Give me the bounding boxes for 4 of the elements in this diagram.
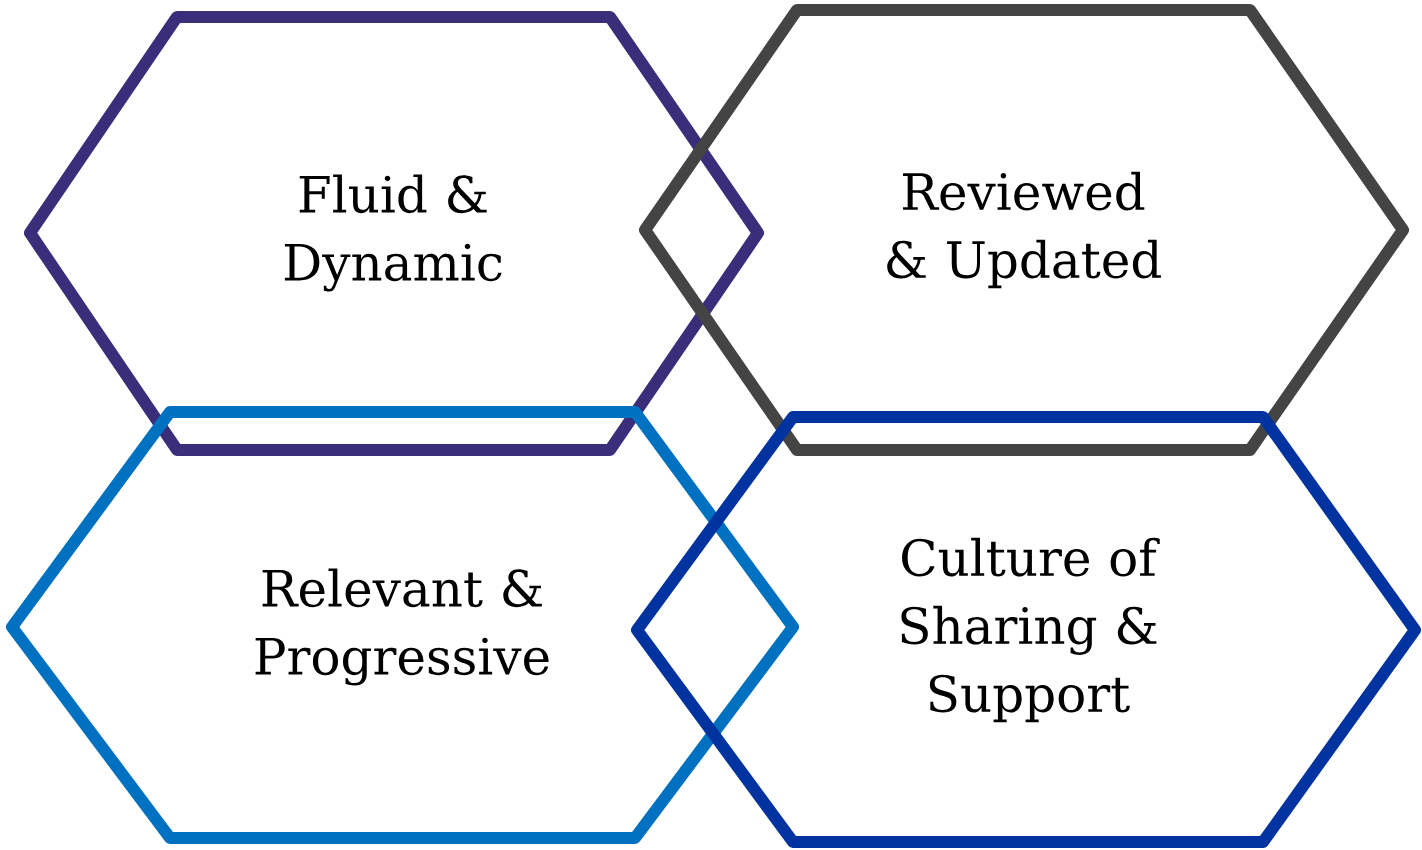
hexagon: Fluid & Dynamic <box>24 11 764 456</box>
hexagon: Relevant & Progressive <box>6 406 799 844</box>
hexagon: Culture of Sharing & Support <box>631 411 1421 848</box>
hexagon: Reviewed & Updated <box>639 4 1409 456</box>
